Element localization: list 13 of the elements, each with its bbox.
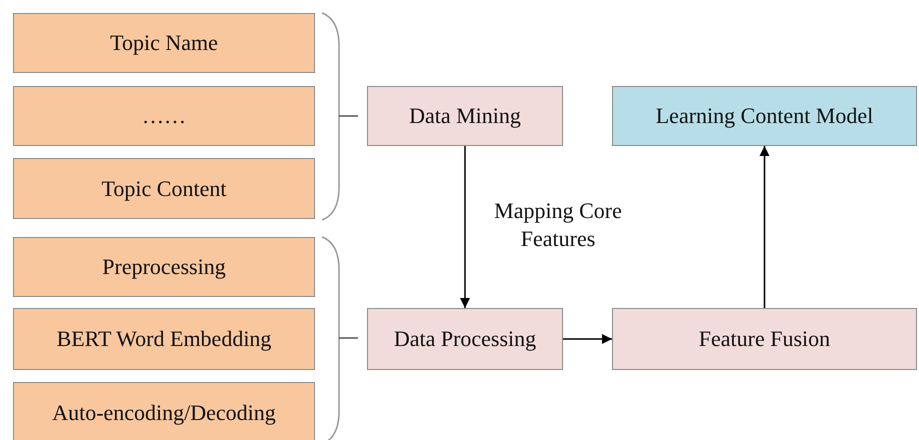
input-box: Auto-encoding/Decoding (13, 382, 315, 440)
arrow (760, 146, 770, 308)
process-box: Data Mining (367, 86, 563, 146)
arrow (460, 146, 470, 308)
input-box: …… (13, 86, 315, 146)
input-box: Preprocessing (13, 237, 315, 297)
input-box: BERT Word Embedding (13, 308, 315, 370)
input-box: Topic Name (13, 13, 315, 73)
process-box: Data Processing (367, 308, 563, 370)
output-box: Learning Content Model (612, 86, 917, 146)
process-box: Feature Fusion (612, 308, 917, 370)
arrow (563, 334, 612, 344)
input-box: Topic Content (13, 158, 315, 219)
